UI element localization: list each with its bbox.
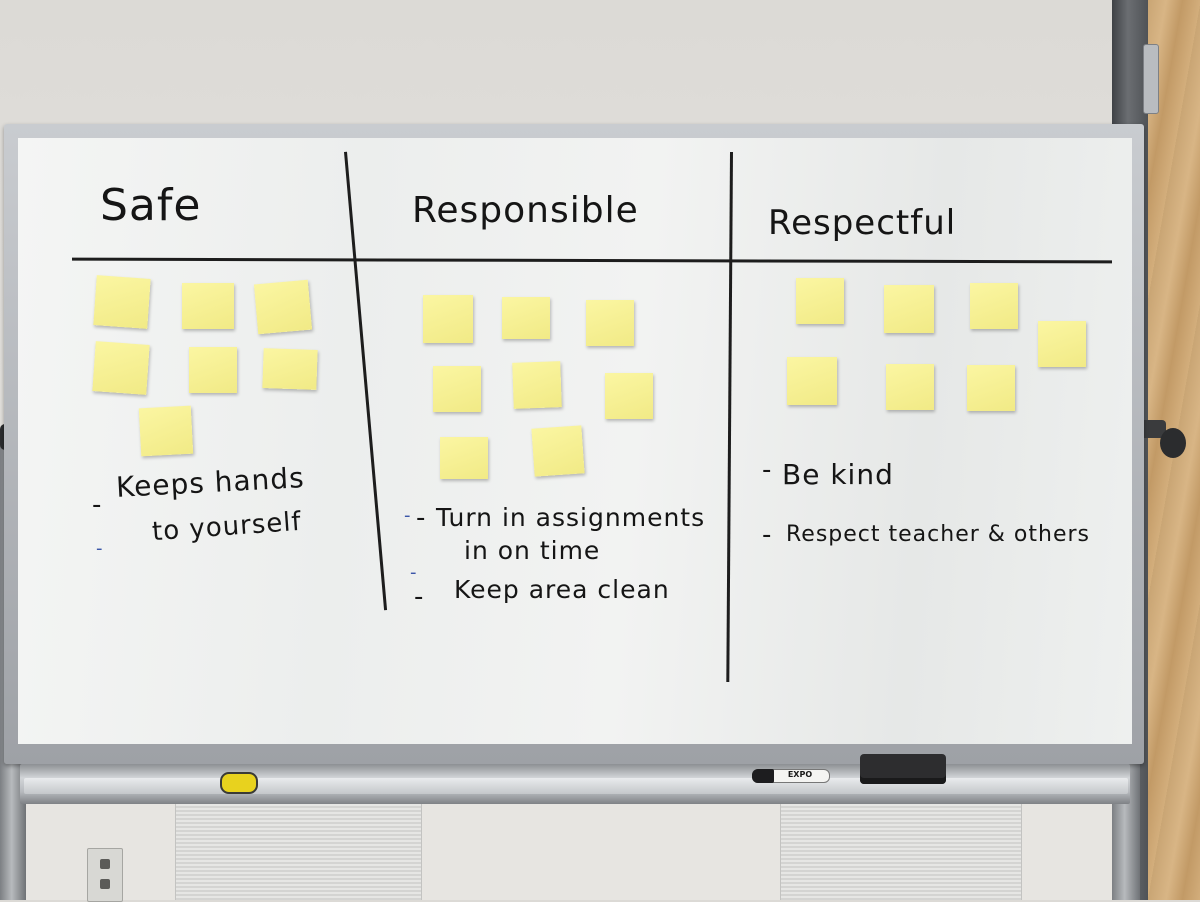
tape-measure <box>220 772 258 794</box>
sticky-note <box>502 297 550 339</box>
sticky-note <box>262 348 318 390</box>
bullet-dash: - <box>416 503 427 533</box>
item-text: Be kind <box>782 458 894 491</box>
item-text: Keep area clean <box>454 575 670 604</box>
sticky-note <box>423 295 473 343</box>
sticky-note <box>1038 321 1086 367</box>
power-outlet <box>87 848 123 902</box>
sticky-note <box>93 275 151 329</box>
sticky-note <box>796 278 844 324</box>
sticky-note <box>970 283 1018 329</box>
sticky-note <box>967 365 1015 411</box>
whiteboard-eraser <box>860 754 946 784</box>
bullet-dash: - <box>414 582 425 612</box>
bullet-dash: - <box>762 520 773 550</box>
sticky-note <box>440 437 488 479</box>
sticky-note <box>189 347 237 393</box>
sticky-note <box>787 357 837 405</box>
sticky-note <box>886 364 934 410</box>
wall-vent <box>780 800 1022 900</box>
item-text: Respect teacher & others <box>786 522 1090 547</box>
item-text: Turn in assignments <box>436 503 706 532</box>
sticky-note <box>138 405 194 457</box>
sticky-note <box>512 361 562 409</box>
sticky-note <box>884 285 934 333</box>
bullet-dash: - <box>410 562 418 583</box>
bullet-dash: - <box>96 538 104 559</box>
bullet-dash: - <box>404 505 412 526</box>
marker-cap <box>752 769 774 783</box>
sticky-note <box>92 341 150 395</box>
column-heading-respectful: Respectful <box>768 203 957 243</box>
sticky-note <box>253 279 313 335</box>
stand-knob <box>1160 428 1186 458</box>
marker-tray-lip <box>24 778 1128 794</box>
door-hinge <box>1143 44 1159 114</box>
marker-brand-label: EXPO <box>787 770 813 779</box>
bullet-dash: - <box>92 490 103 520</box>
sticky-note <box>531 425 585 477</box>
wall-vent <box>175 800 422 900</box>
sticky-note <box>182 283 234 329</box>
sticky-note <box>586 300 634 346</box>
sticky-note <box>433 366 481 412</box>
column-heading-safe: Safe <box>100 180 202 231</box>
sticky-note <box>605 373 653 419</box>
bullet-dash: - <box>762 455 773 485</box>
item-text: in on time <box>464 536 601 565</box>
column-heading-responsible: Responsible <box>412 190 639 231</box>
